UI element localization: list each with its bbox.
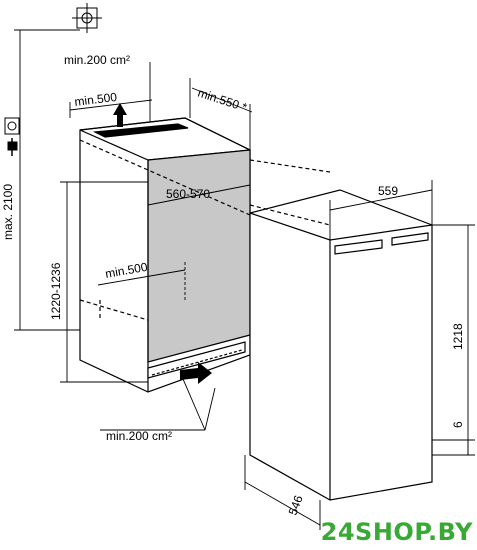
watermark-logo: 24SHOP.BY	[320, 518, 473, 546]
niche-cabinet	[79, 117, 251, 393]
top-depth-label: min.500	[74, 90, 118, 109]
niche-depth-label: min.550 *	[196, 86, 249, 115]
appliance-height-label: 1218	[451, 323, 465, 350]
appliance-depth-label: 546	[286, 493, 306, 517]
appliance	[249, 159, 433, 501]
appliance-width-label: 559	[378, 184, 398, 198]
dimension-lines	[14, 29, 475, 530]
niche-width-label: 560-570	[166, 187, 210, 201]
vent-top-label: min.200 cm²	[64, 53, 130, 67]
vent-bottom-label: min.200 cm²	[106, 429, 172, 443]
plinth-gap-label: 6	[451, 421, 465, 428]
niche-interior	[147, 149, 251, 363]
arrow-up-icon	[113, 103, 127, 127]
arrow-right-icon	[180, 362, 212, 384]
top-vent-slot	[92, 123, 189, 138]
max-height-label: max. 2100	[1, 184, 15, 240]
plug-icon	[7, 138, 18, 156]
socket-icon	[4, 117, 20, 135]
niche-height-label: 1220-1236	[49, 262, 63, 320]
crosshair-icon	[72, 3, 102, 33]
